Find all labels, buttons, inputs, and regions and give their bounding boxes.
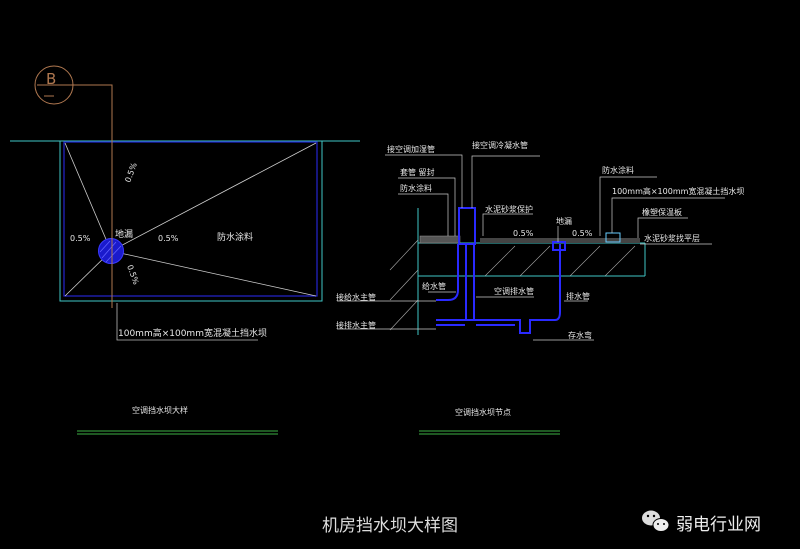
section-drain-label: 地漏 (556, 216, 572, 226)
humidifier-pipe-label: 接空调加湿管 (387, 144, 435, 154)
concrete-hatch (389, 239, 636, 331)
slope-label: 0.5% (513, 229, 534, 238)
watermark-text: 弱电行业网 (676, 515, 761, 535)
coating-right-label: 防水涂料 (602, 165, 634, 175)
drain-main-label: 接排水主管 (336, 320, 376, 330)
slope-label: 0.5% (572, 229, 593, 238)
plan-caption: 空调挡水坝大样 (132, 405, 188, 415)
leader-lines (337, 154, 725, 341)
slope-label: 0.5% (125, 264, 141, 287)
slope-label: 0.5% (70, 234, 91, 243)
dam-outline (59, 140, 323, 302)
section-leader (37, 84, 113, 308)
drawing-title: 机房挡水坝大样图 (322, 516, 458, 536)
section-caption: 空调挡水坝节点 (455, 407, 511, 417)
supply-pipe-label: 给水管 (422, 281, 446, 291)
insulation-label: 橡塑保温板 (642, 207, 682, 217)
section-dam-label: 100mm高×100mm宽混凝土挡水坝 (612, 186, 744, 196)
sleeve-label: 套管 留封 (400, 167, 435, 177)
pipes (436, 207, 566, 334)
wechat-icon (642, 510, 670, 532)
slope-label: 0.5% (158, 234, 179, 243)
plan-drain-label: 地漏 (115, 228, 133, 240)
mortar-protect-label: 水泥砂浆保护 (485, 204, 533, 214)
section-view: 接空调加湿管 接空调冷凝水管 套管 留封 防水涂料 水泥砂浆保护 地漏 0.5%… (336, 140, 744, 435)
slope-lines (64, 142, 317, 297)
trap-label: 存水弯 (568, 330, 592, 340)
grid-bubble-label: B (46, 70, 56, 88)
supply-main-label: 接给水主管 (336, 292, 376, 302)
slope-label: 0.5% (123, 161, 139, 184)
plan-coating-label: 防水涂料 (217, 231, 253, 243)
condensate-pipe-label: 接空调冷凝水管 (472, 140, 528, 150)
drain-pipe-label: 排水管 (566, 291, 590, 301)
coating-left-label: 防水涂料 (400, 183, 432, 193)
leveling-label: 水泥砂浆找平层 (644, 233, 700, 243)
plan-view: B 100mm高×100mm宽混凝土挡水坝 地漏 0.5% 0.5% 0.5% … (10, 65, 360, 435)
coating-outline (63, 141, 318, 297)
plan-dam-label: 100mm高×100mm宽混凝土挡水坝 (118, 327, 267, 339)
ac-drain-pipe-label: 空调排水管 (494, 286, 534, 296)
floor-drain-symbol (98, 238, 124, 264)
